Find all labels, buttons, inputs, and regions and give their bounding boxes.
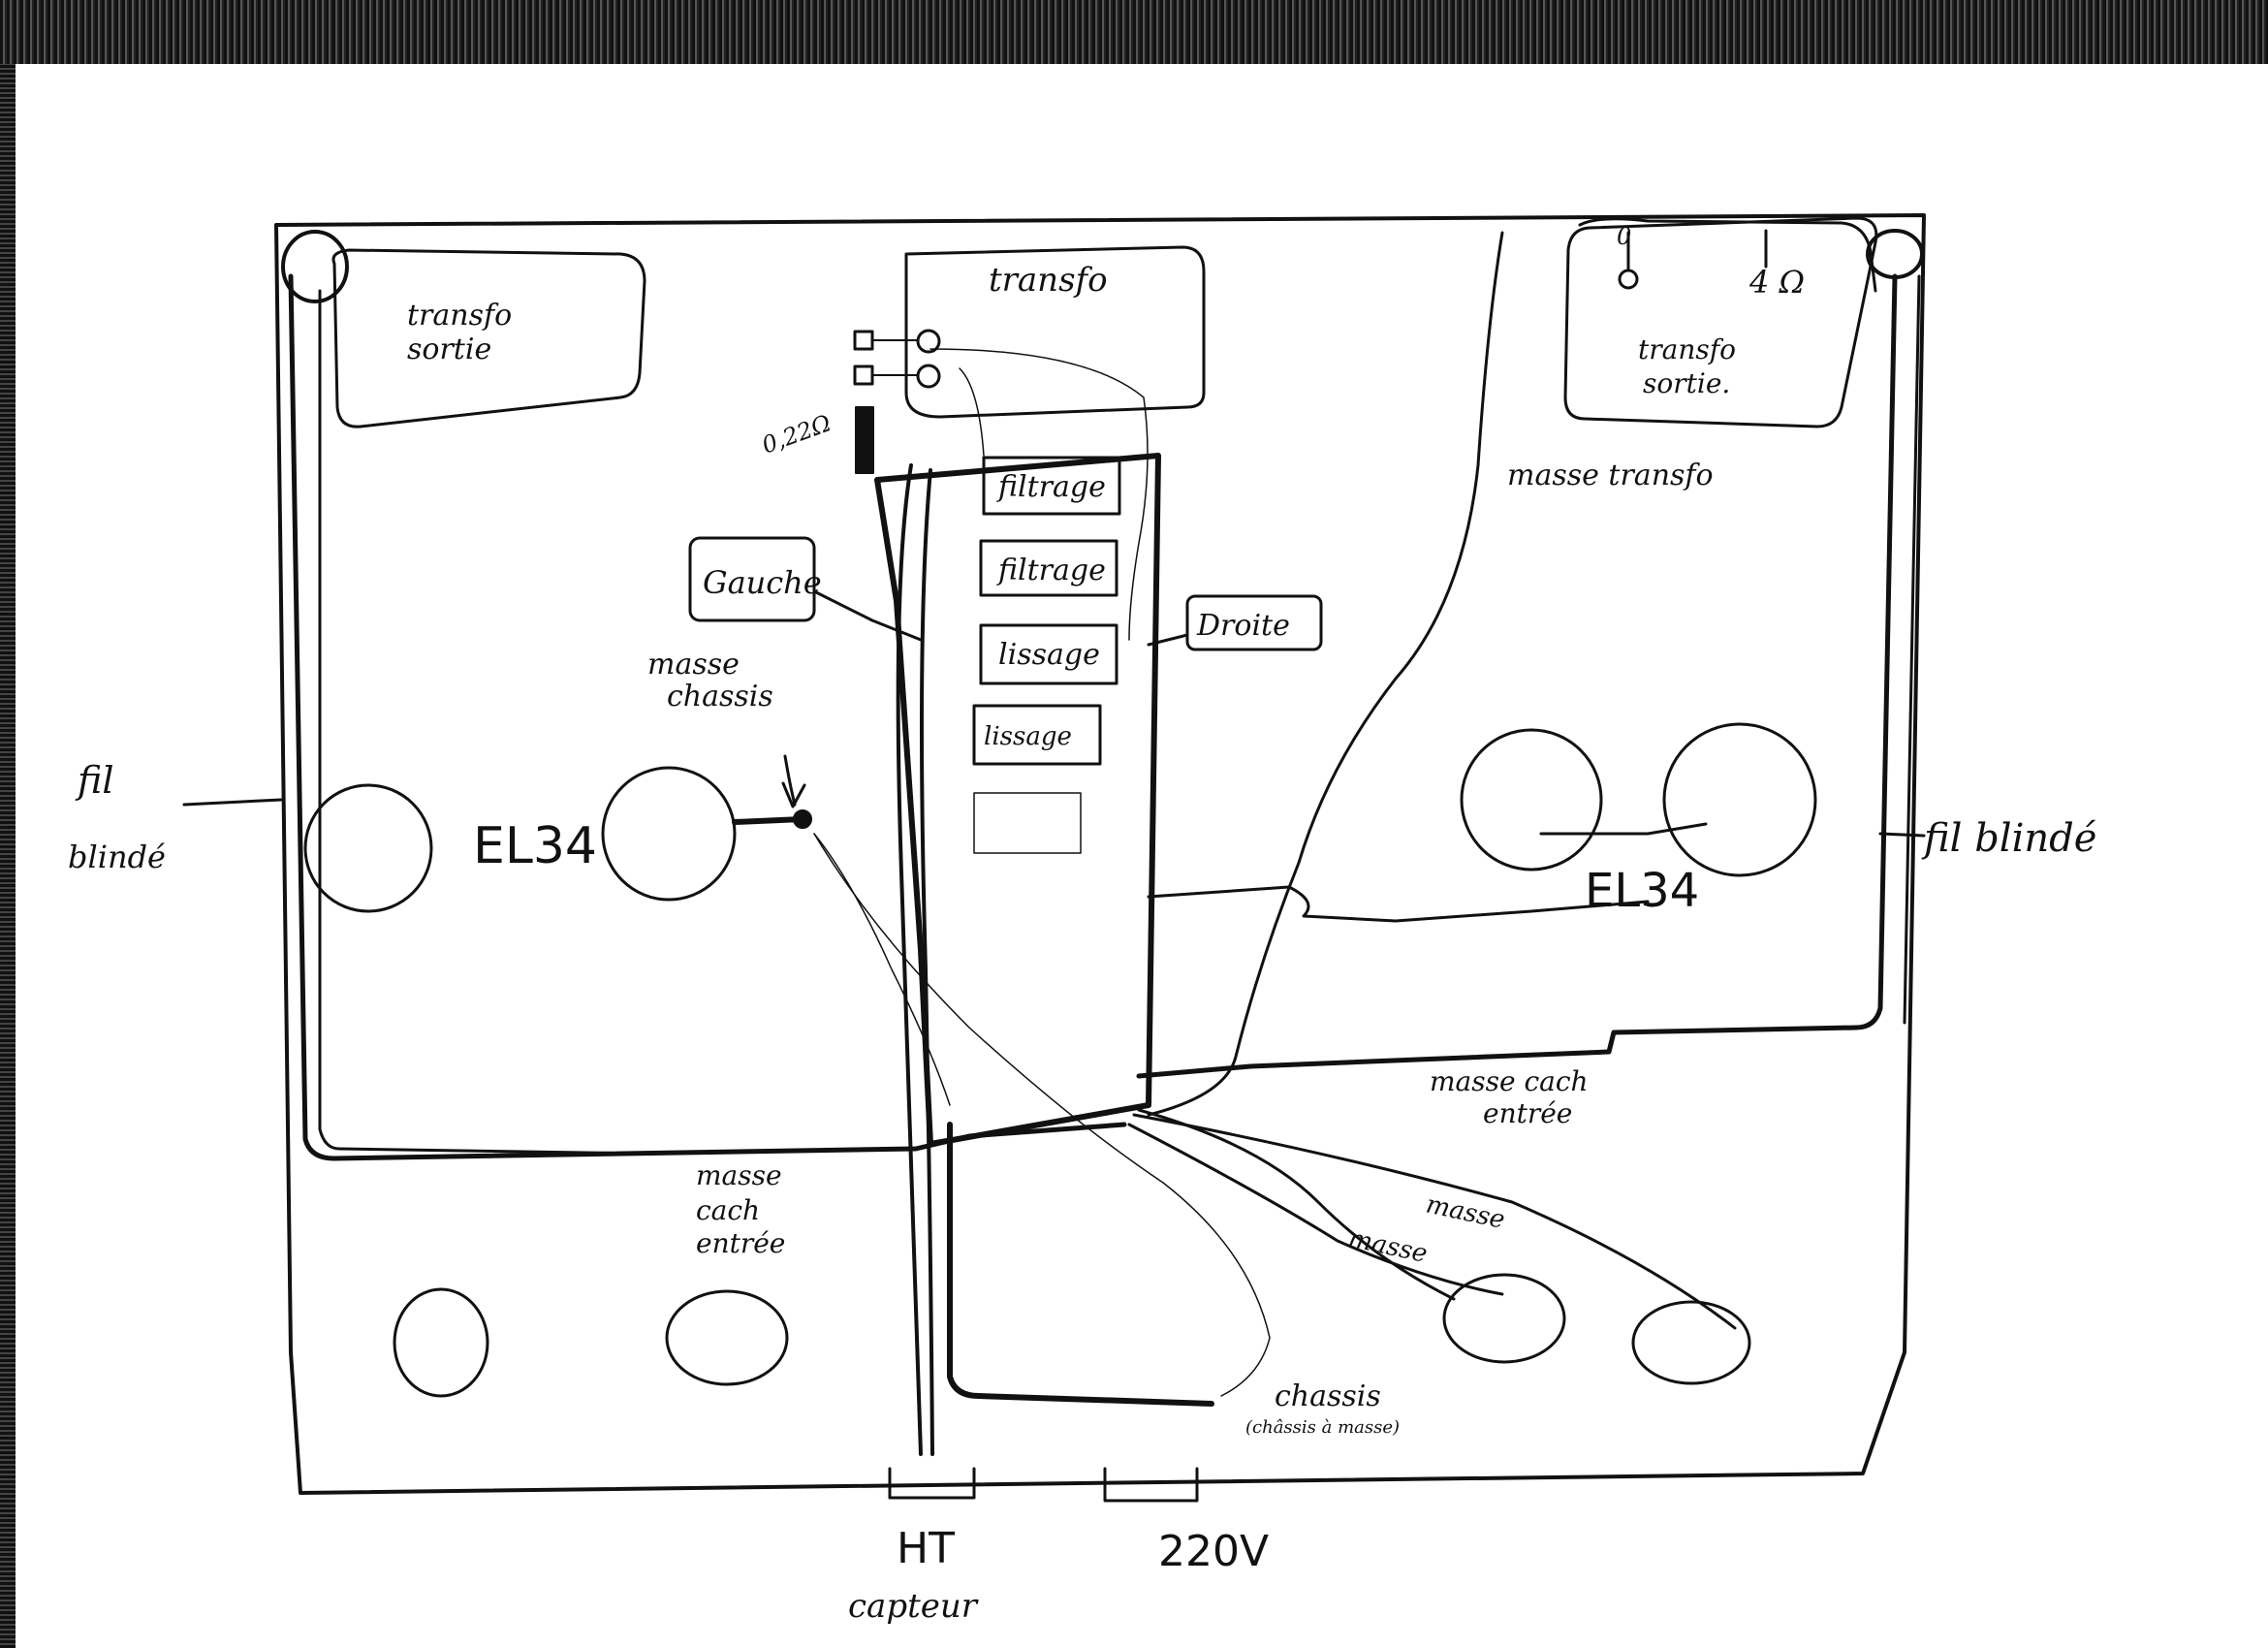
cap-box-lissage-2	[972, 704, 1102, 766]
label-transfo-sortie-right: transfo sortie.	[1638, 333, 1736, 399]
label-terminal-0: 0	[1617, 223, 1631, 250]
label-masse-cach-entree-left: masse cach entrée	[696, 1159, 785, 1259]
corner-hole-top-left	[281, 230, 349, 303]
label-transfo-sortie-left-1: transfo	[407, 299, 512, 333]
label-fil-blinde-left-2: blindé	[68, 839, 166, 875]
scan-border-left	[0, 64, 16, 1648]
socket-bottom-3	[1442, 1273, 1566, 1364]
label-masse-cach-entree-right: masse cach entrée	[1430, 1065, 1589, 1129]
wire-el34-right	[1147, 885, 1650, 923]
chassis-outline	[274, 213, 1926, 1495]
wire-masse-curves-2	[1132, 1113, 1737, 1330]
wire-220v	[947, 1122, 1214, 1407]
wire-masse-curves	[1127, 1108, 1504, 1301]
tube-el34-right-1	[1460, 728, 1603, 872]
wire-droite	[1147, 633, 1189, 647]
label-chassis-1: chassis	[1275, 1379, 1381, 1413]
wire-masse-transfo	[1147, 231, 1504, 1117]
input-box-droite	[1185, 594, 1323, 651]
input-box-gauche	[688, 536, 816, 622]
wire-ht-bundle	[896, 463, 934, 1456]
label-masse-cach-entree-left-3: entrée	[696, 1227, 785, 1259]
cap-box-filtrage-1	[982, 456, 1121, 516]
label-masse-chassis: masse chassis	[647, 648, 773, 713]
wire-fil-blinde-left	[182, 798, 283, 807]
label-chassis: chassis (châssis à masse)	[1245, 1379, 1400, 1438]
output-transformer-right	[1563, 216, 1878, 428]
terminal-0-circle	[1618, 269, 1639, 290]
tube-el34-left-2	[601, 766, 737, 902]
output-transformer-left	[331, 248, 646, 428]
ground-wire-tube	[732, 816, 805, 825]
label-capteur: capteur	[848, 1587, 979, 1626]
label-chassis-2: (châssis à masse)	[1245, 1417, 1400, 1438]
label-transfo-sortie-right-1: transfo	[1638, 333, 1736, 365]
pad-2	[853, 364, 874, 386]
label-masse-transfo: masse transfo	[1507, 459, 1714, 492]
socket-bottom-2	[665, 1289, 789, 1386]
pad-4	[916, 364, 941, 389]
ground-arrow	[781, 754, 806, 808]
label-transfo-sortie-left-2: sortie	[407, 333, 491, 366]
wire-thin-3	[929, 348, 1149, 641]
pad-1	[853, 330, 874, 351]
tube-el34-left-1	[303, 783, 433, 913]
label-masse-cach-entree-left-2: cach	[696, 1194, 760, 1226]
resistor-0-22	[855, 406, 874, 474]
label-transfo-center: transfo	[989, 261, 1108, 300]
label-lissage-1: lissage	[998, 638, 1100, 672]
cap-box-filtrage-2	[979, 539, 1118, 597]
wire-gauche	[812, 589, 923, 642]
label-masse-chassis-1: masse	[647, 648, 740, 681]
label-resistor: 0,22Ω	[758, 409, 834, 459]
cap-box-empty	[973, 792, 1082, 854]
wire-right-top	[1578, 217, 1877, 293]
wire-right-bus-2	[1903, 274, 1921, 1025]
cap-box-lissage-1	[979, 623, 1118, 685]
label-masse-cach-entree-right-2: entrée	[1483, 1097, 1572, 1129]
scan-border-top	[0, 0, 2268, 64]
tube-el34-right-2	[1662, 722, 1817, 877]
wire-left-bus-2	[318, 289, 651, 1156]
wire-left-bus	[288, 273, 1127, 1161]
label-transfo-sortie-left: transfo sortie	[407, 299, 512, 366]
label-terminal-4ohm: 4 Ω	[1748, 264, 1805, 301]
label-masse-chassis-2: chassis	[667, 680, 773, 713]
pad-3	[916, 329, 941, 354]
connector-ht	[888, 1467, 976, 1500]
label-filtrage-1: filtrage	[996, 470, 1106, 504]
label-ht: HT	[897, 1524, 955, 1573]
connector-220v	[1103, 1467, 1199, 1503]
label-masse-cach-entree-right-1: masse cach	[1430, 1065, 1589, 1097]
label-220v: 220V	[1158, 1527, 1269, 1576]
wire-el34-right-heater	[1539, 822, 1708, 836]
label-fil-blinde-left-1: fil	[75, 759, 114, 802]
wire-right-bus	[1136, 273, 1898, 1079]
socket-bottom-4	[1631, 1300, 1751, 1385]
label-masse-cach-entree-left-1: masse	[696, 1159, 782, 1191]
socket-bottom-1	[393, 1287, 489, 1398]
label-transfo-sortie-right-2: sortie.	[1643, 367, 1730, 399]
wire-thin-2	[813, 833, 951, 1106]
label-filtrage-2: filtrage	[996, 554, 1106, 587]
label-el34-right: EL34	[1585, 864, 1699, 918]
wire-fil-blinde-right	[1878, 832, 1926, 838]
label-gauche: Gauche	[703, 564, 822, 601]
pad-link-1	[871, 339, 918, 376]
label-fil-blinde-left: fil blindé	[68, 759, 166, 875]
label-el34-left: EL34	[473, 817, 597, 875]
label-lissage-2: lissage	[984, 722, 1072, 751]
label-droite: Droite	[1196, 609, 1290, 643]
wire-thin-1	[813, 833, 1271, 1397]
label-fil-blinde-right: fil blindé	[1921, 816, 2096, 861]
power-transformer	[904, 245, 1206, 419]
